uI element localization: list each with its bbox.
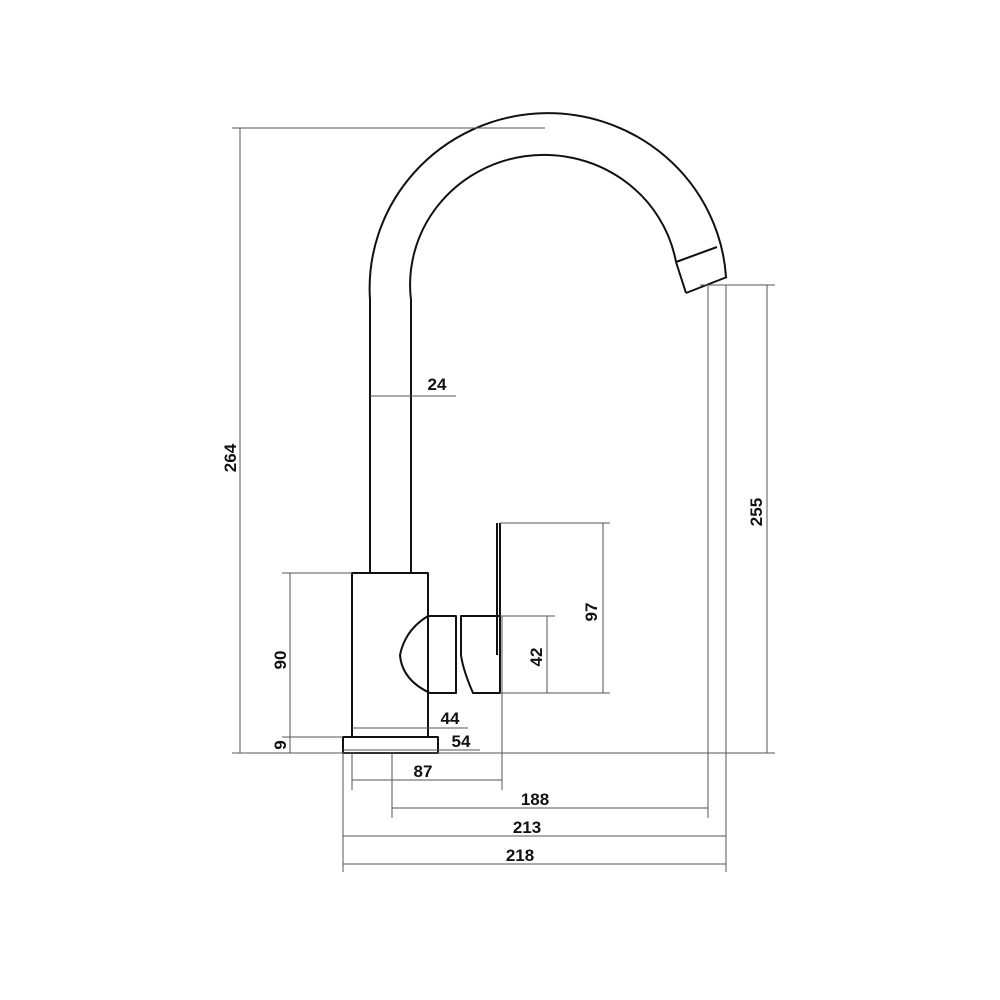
dim-spout-diameter: 24 [428,375,447,394]
dim-handle-reach: 87 [414,762,433,781]
dim-base-height: 9 [271,740,290,749]
dim-base-width: 54 [452,732,471,751]
body [351,572,429,738]
base-plate [342,736,439,754]
handle-body [460,615,501,694]
dim-overall-depth: 218 [506,846,534,865]
handle-cap [399,615,457,694]
handle-lever [496,523,501,655]
dim-total-height: 264 [221,443,240,472]
dim-spout-reach-outlet: 213 [513,818,541,837]
dim-spout-outlet-height: 255 [747,498,766,526]
faucet-outline [342,112,728,754]
dim-body-height: 90 [271,651,290,670]
dim-handle-height: 97 [582,603,601,622]
dim-handle-body-height: 42 [527,648,546,667]
dim-body-width: 44 [441,709,460,728]
dimension-lines [232,127,775,872]
spout [368,112,728,573]
dim-spout-reach-axis: 188 [521,790,549,809]
